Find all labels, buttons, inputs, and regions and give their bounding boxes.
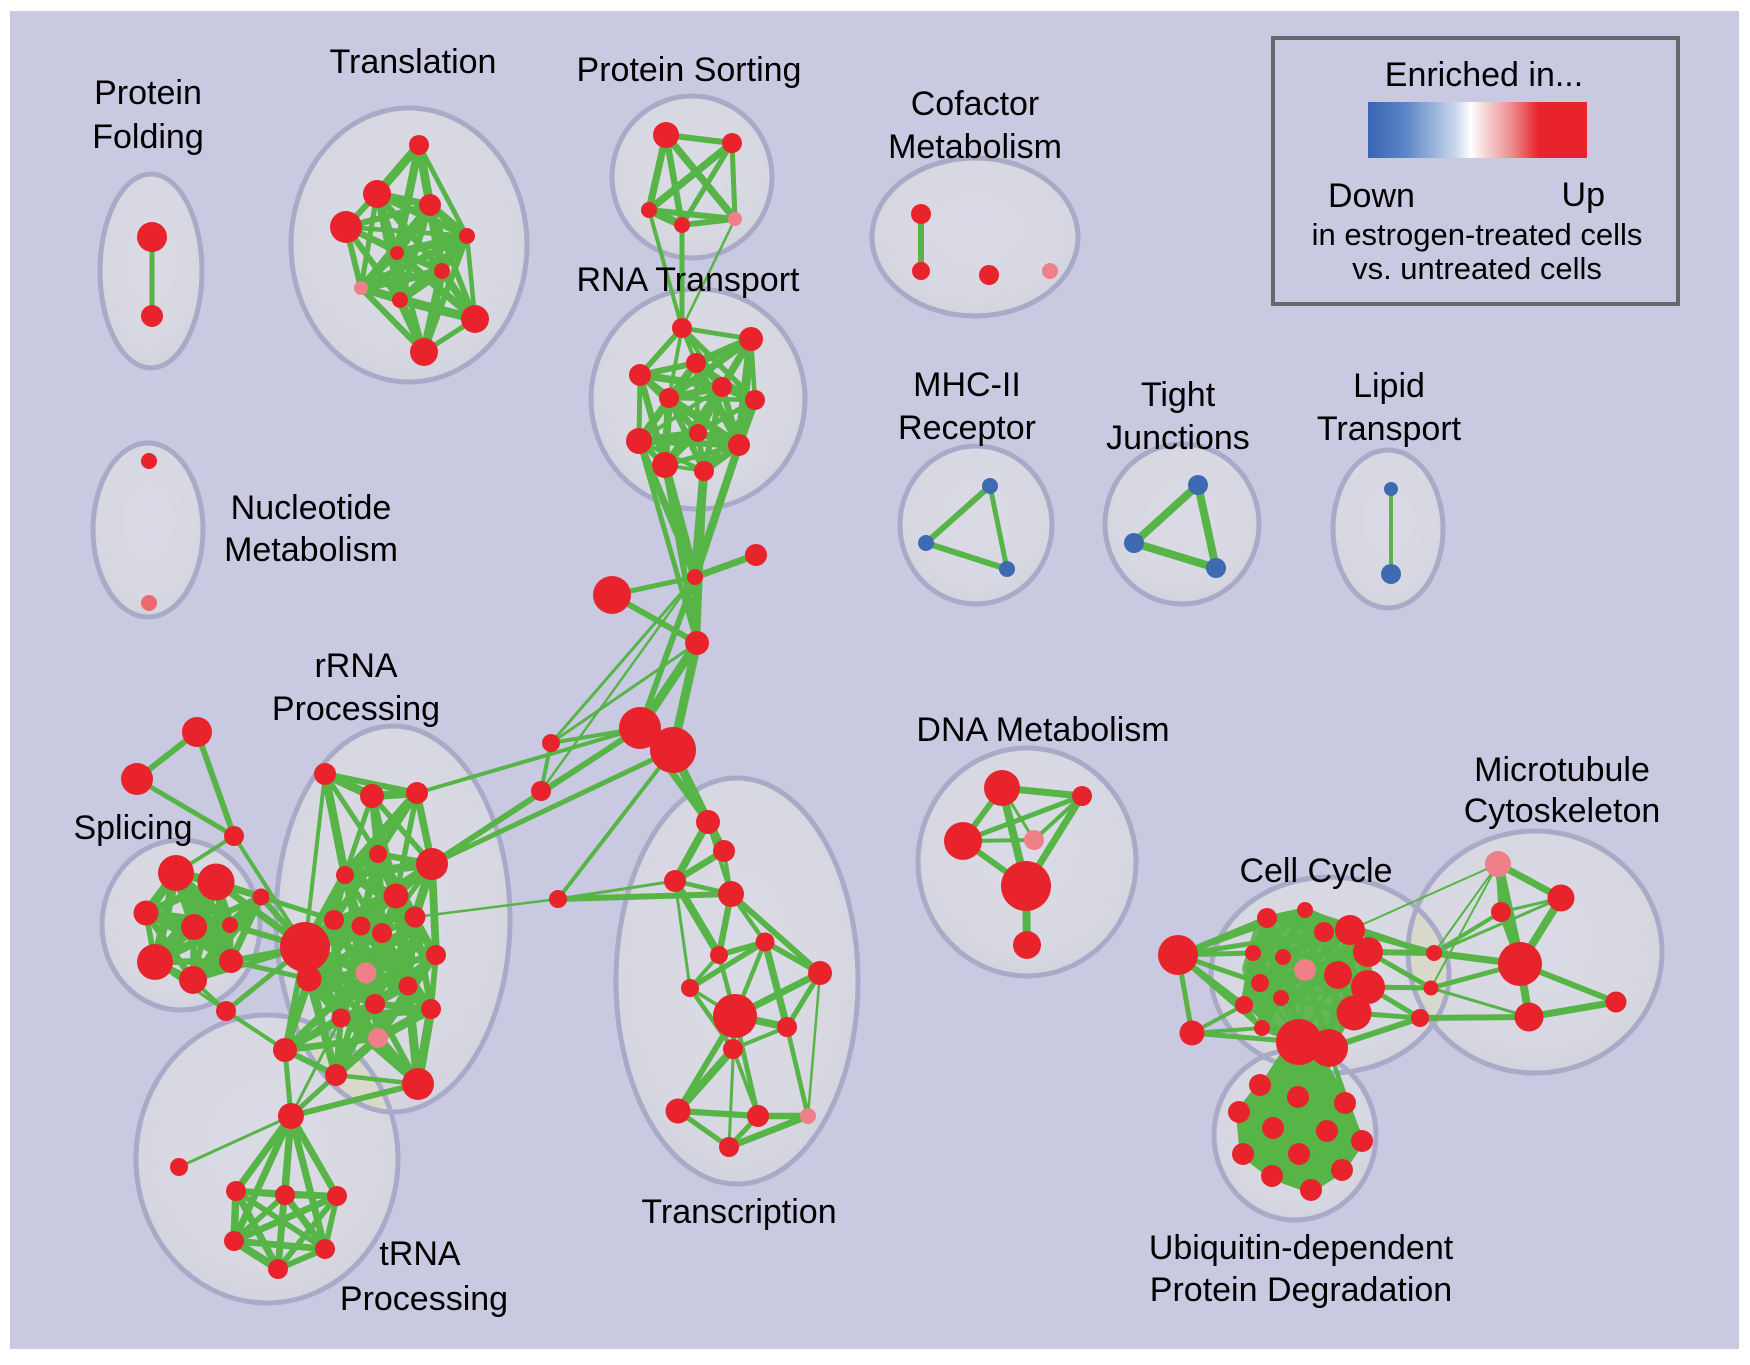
svg-text:Metabolism: Metabolism [224,531,398,569]
svg-text:Protein Degradation: Protein Degradation [1150,1271,1452,1309]
svg-text:Folding: Folding [92,118,204,156]
svg-text:rRNA: rRNA [314,647,397,685]
svg-text:Metabolism: Metabolism [888,128,1062,166]
svg-text:Protein Sorting: Protein Sorting [577,51,802,89]
svg-text:vs. untreated cells: vs. untreated cells [1352,251,1602,286]
svg-text:Cofactor: Cofactor [911,85,1040,123]
svg-text:Ubiquitin-dependent: Ubiquitin-dependent [1149,1229,1454,1267]
svg-text:Tight: Tight [1141,376,1216,414]
svg-text:Nucleotide: Nucleotide [231,489,392,527]
svg-text:Receptor: Receptor [898,409,1036,447]
svg-text:tRNA: tRNA [379,1235,461,1273]
svg-text:Up: Up [1562,176,1605,214]
svg-text:Transcription: Transcription [641,1193,836,1231]
svg-text:Cytoskeleton: Cytoskeleton [1464,792,1661,830]
svg-text:RNA Transport: RNA Transport [577,261,801,299]
svg-text:Junctions: Junctions [1106,419,1250,457]
svg-text:Translation: Translation [330,43,497,81]
svg-text:Down: Down [1328,177,1415,215]
svg-text:Processing: Processing [340,1280,508,1318]
svg-text:Protein: Protein [94,74,202,112]
svg-text:Transport: Transport [1317,410,1462,448]
svg-text:Cell Cycle: Cell Cycle [1239,852,1392,890]
svg-text:Enriched in...: Enriched in... [1385,56,1583,94]
svg-text:DNA Metabolism: DNA Metabolism [916,711,1169,749]
svg-text:Splicing: Splicing [73,809,192,847]
svg-text:Processing: Processing [272,690,440,728]
svg-text:Microtubule: Microtubule [1474,751,1650,789]
svg-text:in estrogen-treated cells: in estrogen-treated cells [1312,217,1643,252]
svg-text:Lipid: Lipid [1353,367,1425,405]
svg-text:MHC-II: MHC-II [913,366,1021,404]
